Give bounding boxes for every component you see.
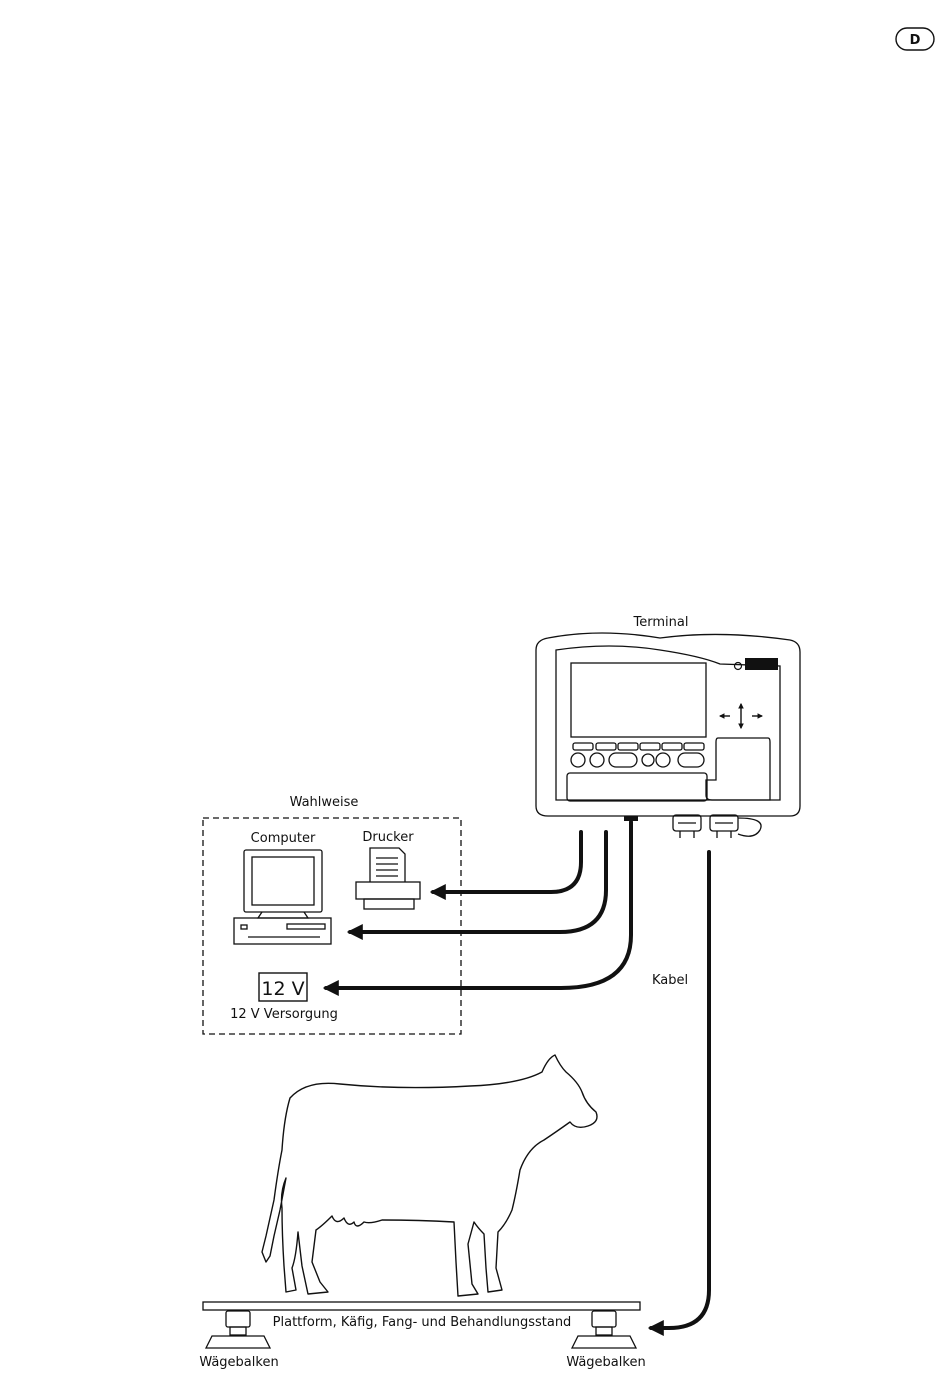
printer-icon: [356, 848, 420, 909]
load-bar-right-label: Wägebalken: [566, 1355, 645, 1370]
language-badge: D: [896, 28, 934, 50]
load-bar-left-label: Wägebalken: [199, 1355, 278, 1370]
function-keys: [571, 743, 704, 767]
computer-icon: [234, 850, 331, 944]
terminal-label: Terminal: [633, 615, 689, 630]
printer-cable: [433, 832, 581, 892]
computer-label: Computer: [251, 831, 316, 846]
power-supply-label: 12 V Versorgung: [230, 1007, 338, 1022]
cable-label: Kabel: [652, 973, 688, 988]
cow-illustration: [262, 1055, 597, 1296]
power-supply-box: 12 V: [259, 973, 307, 1001]
optional-devices-box: [203, 818, 461, 1034]
power-box-text: 12 V: [261, 978, 304, 1000]
platform-label: Plattform, Käfig, Fang- und Behandlungss…: [273, 1315, 572, 1330]
printer-label: Drucker: [362, 830, 414, 845]
terminal-display: [571, 663, 706, 737]
load-bar-right: [572, 1311, 636, 1348]
power-cable: [326, 822, 631, 988]
optional-label: Wahlweise: [290, 795, 359, 810]
load-bar-cable: [651, 852, 709, 1328]
arrow-keys-icon: [720, 704, 762, 728]
language-badge-text: D: [910, 33, 921, 48]
terminal-device: [536, 633, 800, 838]
load-bar-left: [206, 1311, 270, 1348]
weighing-platform: [203, 1302, 640, 1310]
brand-logo: [745, 658, 778, 670]
cable-connectors: [673, 815, 761, 838]
